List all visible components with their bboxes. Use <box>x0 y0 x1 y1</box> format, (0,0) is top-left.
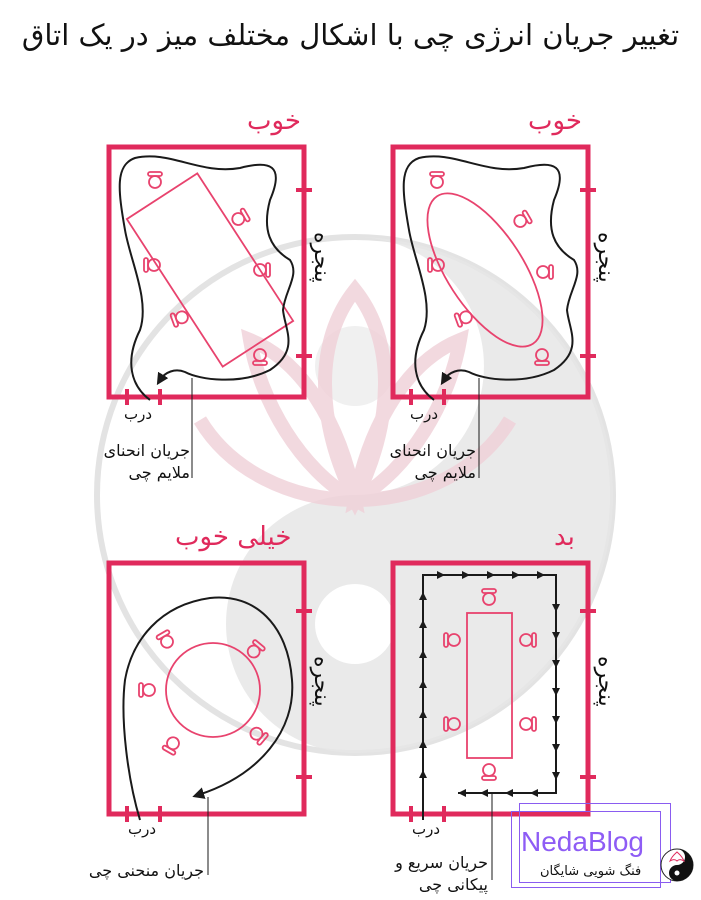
flow-label-line1: جریان انحنای <box>389 441 476 460</box>
flow-label-line1: حریان سریع و <box>395 853 488 872</box>
table-oval <box>426 192 544 348</box>
watermark-subtitle: فنگ شویی شایگان <box>540 864 642 879</box>
flow-label-line2: ملایم چی <box>414 463 476 482</box>
door-label-bottom-left: درب <box>128 820 157 838</box>
door-label-top-left: درب <box>124 405 153 423</box>
chi-flow-path <box>118 155 295 401</box>
flow-label-top-right: جریان انحنای ملایم چی <box>372 440 476 484</box>
door-label-bottom-right: درب <box>412 820 441 838</box>
chi-flow-path <box>122 596 294 821</box>
flow-label-bottom-left: جریان منحنی چی <box>70 860 204 882</box>
chi-flow-path <box>402 155 579 401</box>
flow-label-top-left: جریان انحنای ملایم چی <box>86 440 190 484</box>
page-title: تغییر جریان انرژی چی با اشکال مختلف میز … <box>21 18 680 52</box>
flow-label-line2: ملایم چی <box>128 463 190 482</box>
flow-arrowheads <box>419 571 560 797</box>
rating-bottom-right: بد <box>554 522 575 552</box>
rating-bottom-left: خیلی خوب <box>175 522 292 552</box>
room-wall <box>106 560 307 817</box>
panel-top-right <box>390 144 596 478</box>
table-round <box>165 642 261 738</box>
background-yin-yang-logo <box>94 234 616 756</box>
panel-top-left <box>106 144 312 478</box>
watermark-frame-inner <box>511 811 661 888</box>
yin-yang-lotus-icon <box>660 848 694 882</box>
flow-label-line1: جریان منحنی چی <box>88 861 204 880</box>
table-rectangle <box>466 612 513 759</box>
watermark-frame-outer <box>519 803 671 883</box>
window-label-bottom-left: پنجره <box>309 656 334 707</box>
panel-bottom-right <box>390 560 596 880</box>
rating-top-right: خوب <box>528 106 582 136</box>
room-wall <box>390 144 591 400</box>
window-label-top-left: پنجره <box>309 232 334 283</box>
window-label-top-right: پنجره <box>593 232 618 283</box>
flow-label-bottom-right: حریان سریع و پیکانی چی <box>380 852 488 896</box>
panel-bottom-left <box>106 560 312 875</box>
rating-top-left: خوب <box>247 106 301 136</box>
flow-label-line2: پیکانی چی <box>418 875 488 894</box>
watermark-brand: NedaBlog <box>521 826 644 857</box>
door-label-top-right: درب <box>410 405 439 423</box>
table-rectangle <box>125 172 295 368</box>
room-wall <box>390 560 591 817</box>
room-wall <box>106 144 307 400</box>
flow-label-line1: جریان انحنای <box>103 441 190 460</box>
window-label-bottom-right: پنجره <box>593 656 618 707</box>
